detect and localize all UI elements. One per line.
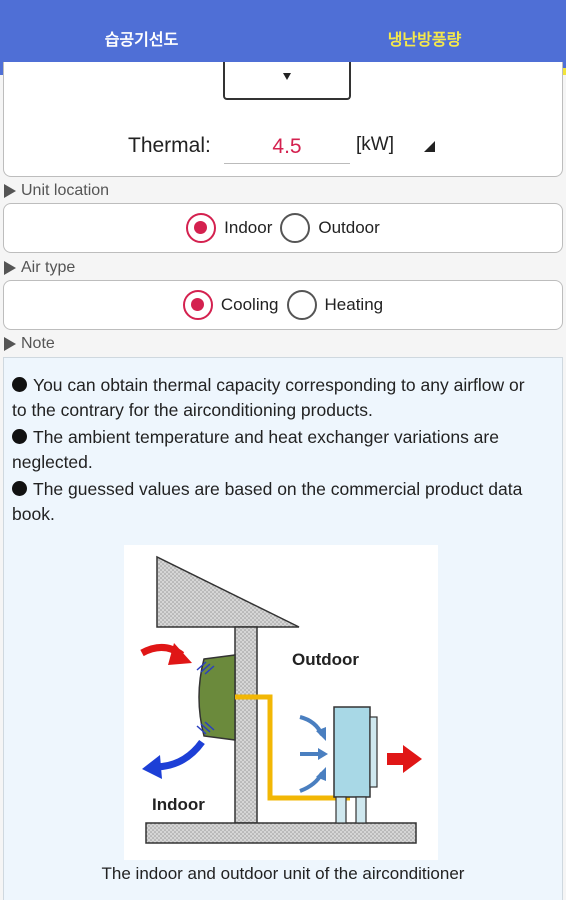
airconditioner-diagram: Outdoor Indoor <box>140 555 422 844</box>
radio-outdoor[interactable]: Outdoor <box>280 213 380 243</box>
note-text: The guessed values are based on the comm… <box>12 479 523 524</box>
radio-cooling-label: Cooling <box>220 295 279 314</box>
triangle-icon <box>4 337 16 351</box>
note-heading: Note <box>4 334 55 354</box>
number-picker[interactable] <box>223 62 351 100</box>
radio-indoor-label: Indoor <box>224 218 273 237</box>
outdoor-unit-shape <box>333 706 371 798</box>
triangle-icon <box>4 184 16 198</box>
refrigerant-pipe <box>235 694 350 801</box>
radio-selected-icon <box>186 213 217 243</box>
bullet-icon <box>12 481 27 496</box>
indoor-label: Indoor <box>152 795 205 814</box>
note-item: The guessed values are based on the comm… <box>12 477 542 526</box>
wall-shape <box>234 626 258 824</box>
cool-air-out-arrow <box>153 739 205 771</box>
thermal-value-field[interactable]: 4.5 <box>224 132 350 164</box>
bullet-icon <box>12 429 27 444</box>
tab-airflow-capacity[interactable]: 냉난방풍량 <box>387 29 462 49</box>
outdoor-label: Outdoor <box>292 650 359 669</box>
bullet-icon <box>12 377 27 392</box>
figure-caption: The indoor and outdoor unit of the airco… <box>101 864 465 883</box>
thermal-label: Thermal: <box>128 134 211 157</box>
note-text: You can obtain thermal capacity correspo… <box>12 375 525 420</box>
radio-indoor[interactable]: Indoor <box>186 213 272 243</box>
note-heading-label: Note <box>21 335 55 352</box>
note-item: You can obtain thermal capacity correspo… <box>12 373 542 422</box>
unit-location-card: Indoor Outdoor <box>3 203 563 253</box>
tab-psychrometric-chart[interactable]: 습공기선도 <box>104 29 179 49</box>
note-text: The ambient temperature and heat exchang… <box>12 427 499 472</box>
radio-unselected-icon <box>286 290 317 320</box>
thermal-card: Thermal: 4.5 [kW] <box>3 62 563 177</box>
air-type-heading: Air type <box>4 258 75 278</box>
radio-selected-icon <box>182 290 213 320</box>
radio-unselected-icon <box>280 213 311 243</box>
indoor-unit-shape <box>198 654 236 741</box>
triangle-icon <box>4 261 16 275</box>
air-type-card: Cooling Heating <box>3 280 563 330</box>
radio-heating-label: Heating <box>324 295 384 314</box>
thermal-unit: [kW] <box>356 134 394 155</box>
radio-cooling[interactable]: Cooling <box>182 290 279 320</box>
radio-heating[interactable]: Heating <box>286 290 384 320</box>
air-type-heading-label: Air type <box>21 259 76 276</box>
roof-shape <box>156 555 300 628</box>
unit-location-heading: Unit location <box>4 181 109 201</box>
exhaust-arrow <box>387 753 403 765</box>
note-item: The ambient temperature and heat exchang… <box>12 425 542 474</box>
floor-shape <box>145 822 417 844</box>
unit-dropdown-icon[interactable] <box>424 141 435 152</box>
unit-location-heading-label: Unit location <box>21 182 110 199</box>
radio-outdoor-label: Outdoor <box>318 218 380 237</box>
picker-arrow-icon <box>283 73 291 80</box>
airconditioner-illustration: Outdoor Indoor <box>124 545 438 860</box>
coil-marks <box>196 661 215 735</box>
